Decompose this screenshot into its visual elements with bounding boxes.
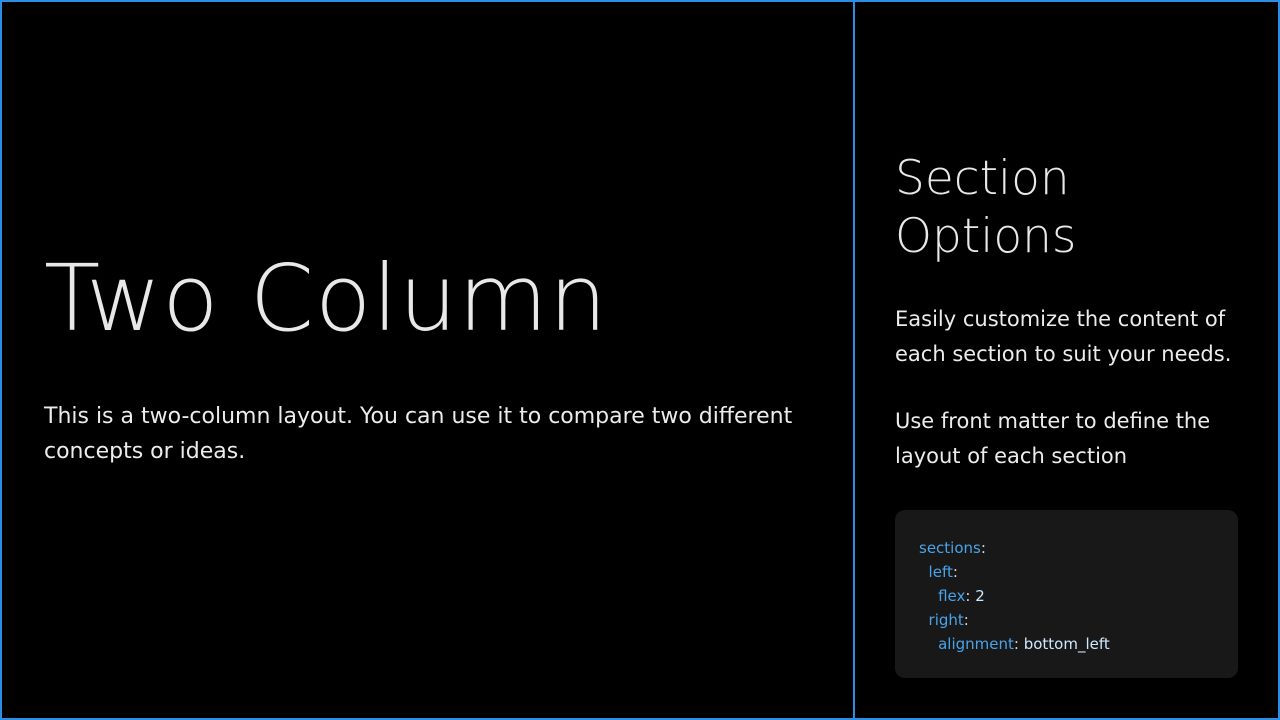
section-options-title: Section Options <box>895 151 1077 264</box>
code-value: bottom_left <box>1023 635 1110 653</box>
code-line: right: <box>928 611 969 629</box>
customize-paragraph: Easily customize the content of each sec… <box>895 307 1232 366</box>
right-column: Section Options Easily customize the con… <box>853 0 1280 720</box>
code-line: alignment: bottom_left <box>938 635 1110 653</box>
code-line: sections: <box>919 539 986 557</box>
main-title: Two Column <box>44 244 609 352</box>
code-key: sections <box>919 539 981 557</box>
code-key: right <box>928 611 964 629</box>
code-line: flex: 2 <box>938 587 985 605</box>
code-key: left <box>928 563 953 581</box>
code-key: flex <box>938 587 966 605</box>
code-key: alignment <box>938 635 1014 653</box>
left-column: Two Column This is a two-column layout. … <box>0 0 853 720</box>
code-value: 2 <box>975 587 985 605</box>
code-line: left: <box>928 563 958 581</box>
main-description: This is a two-column layout. You can use… <box>44 404 793 465</box>
code-block: sections: left: flex: 2 right: alignment… <box>895 510 1238 678</box>
front-matter-paragraph: Use front matter to define the layout of… <box>895 409 1211 468</box>
